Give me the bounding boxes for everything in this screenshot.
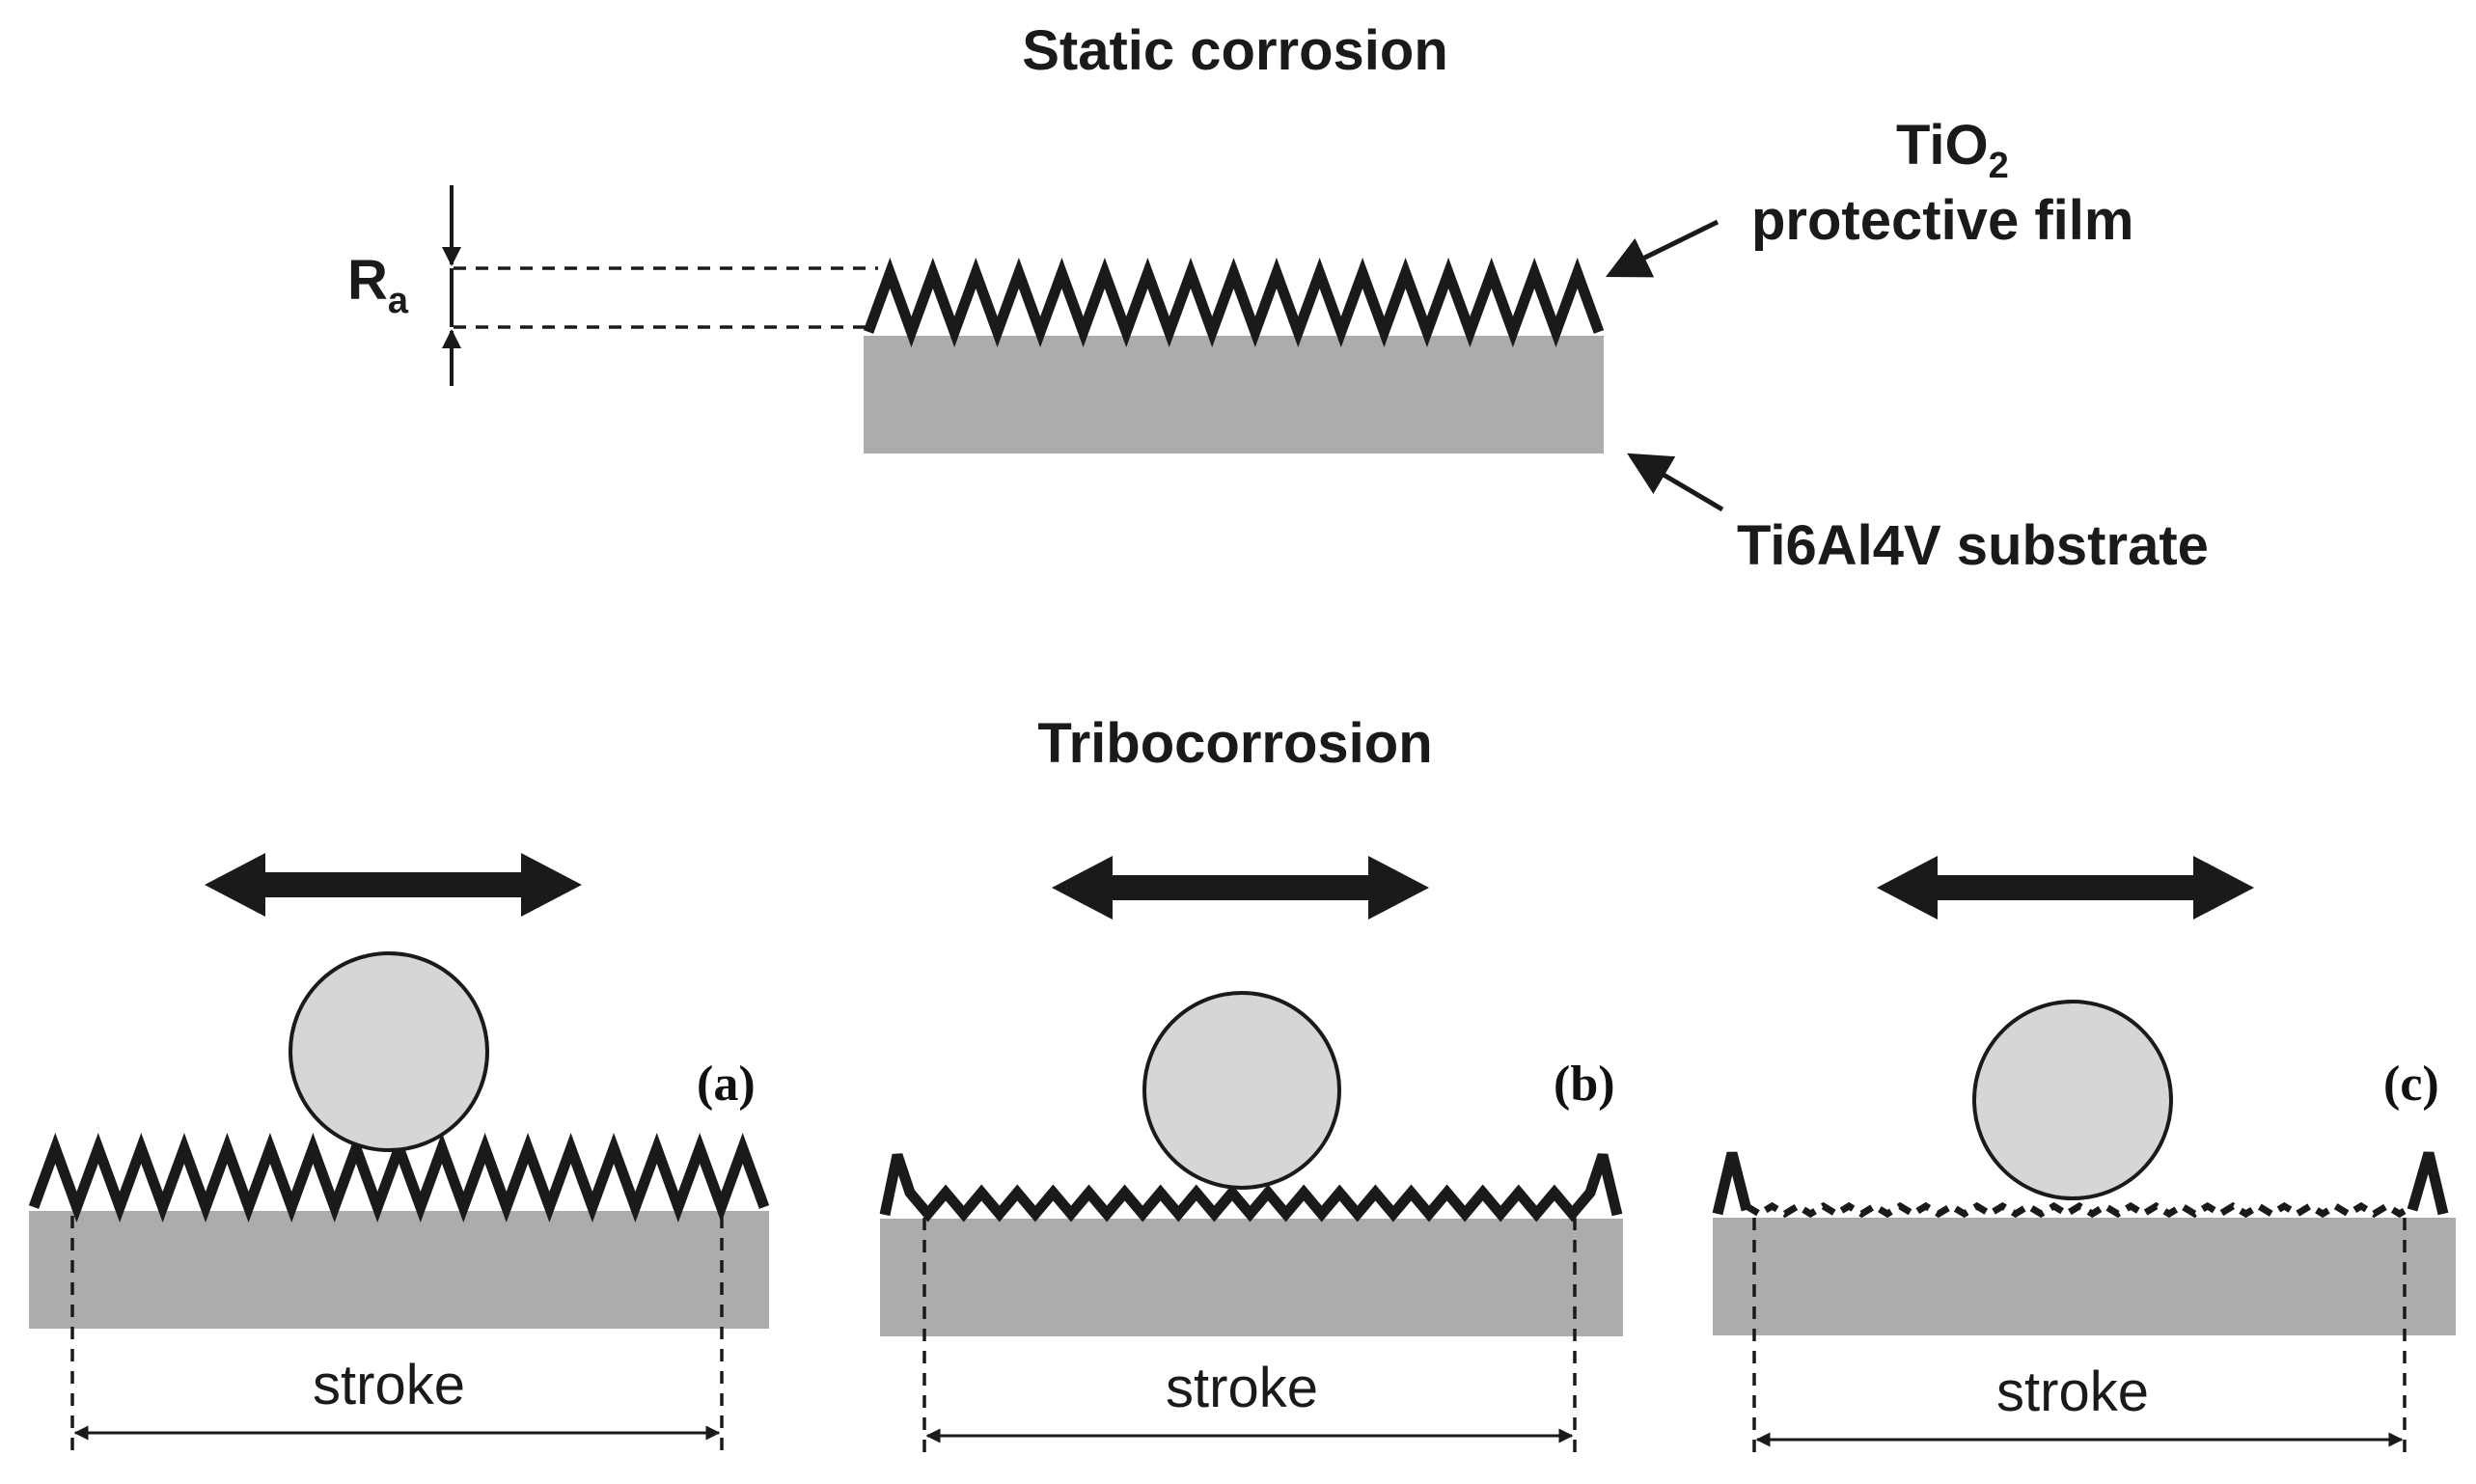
panel-c-stroke-label: stroke <box>1996 1360 2149 1423</box>
film-label-line1: TiO2 <box>1896 114 2009 186</box>
panel-a: (a) stroke <box>28 853 770 1457</box>
static-protective-film <box>863 257 1605 348</box>
panel-b-protective-film <box>879 1153 1623 1223</box>
panel-b-substrate <box>880 1219 1623 1336</box>
panel-c-substrate <box>1713 1218 2456 1335</box>
panel-a-protective-film <box>28 1132 770 1223</box>
static-corrosion-section: Static corrosion Ra TiO2 protective film… <box>347 19 2209 577</box>
sliding-direction-arrow-icon <box>1052 856 1429 920</box>
roughness-label: Ra <box>347 249 409 321</box>
substrate-pointer-arrow <box>1627 453 1724 512</box>
panel-c: (c) stroke <box>1712 856 2456 1459</box>
panel-b-counterbody-ball <box>1142 991 1341 1190</box>
panel-a-label: (a) <box>697 1057 756 1112</box>
panel-c-label: (c) <box>2383 1057 2439 1112</box>
film-label-line2: protective film <box>1751 189 2133 252</box>
static-substrate-block <box>864 336 1604 453</box>
sliding-direction-arrow-icon <box>205 853 582 917</box>
sliding-direction-arrow-icon <box>1877 856 2254 920</box>
panel-c-protective-film <box>1712 1151 2449 1216</box>
panel-a-substrate <box>29 1211 769 1329</box>
tribocorrosion-section: Tribocorrosion (a) stroke (b) stroke <box>28 712 2456 1459</box>
panel-b-stroke-label: stroke <box>1166 1357 1318 1419</box>
film-pointer-arrow <box>1605 219 1719 278</box>
panel-a-stroke-label: stroke <box>313 1354 465 1416</box>
tribocorrosion-title: Tribocorrosion <box>1037 712 1432 775</box>
substrate-label: Ti6Al4V substrate <box>1737 514 2209 577</box>
panel-a-counterbody-ball <box>289 951 489 1152</box>
panel-c-counterbody-ball <box>1972 1000 2173 1200</box>
panel-b-label: (b) <box>1554 1057 1615 1112</box>
panel-b: (b) stroke <box>879 856 1623 1459</box>
panel-c-residual-film <box>1745 1201 2414 1219</box>
static-corrosion-title: Static corrosion <box>1022 19 1448 82</box>
